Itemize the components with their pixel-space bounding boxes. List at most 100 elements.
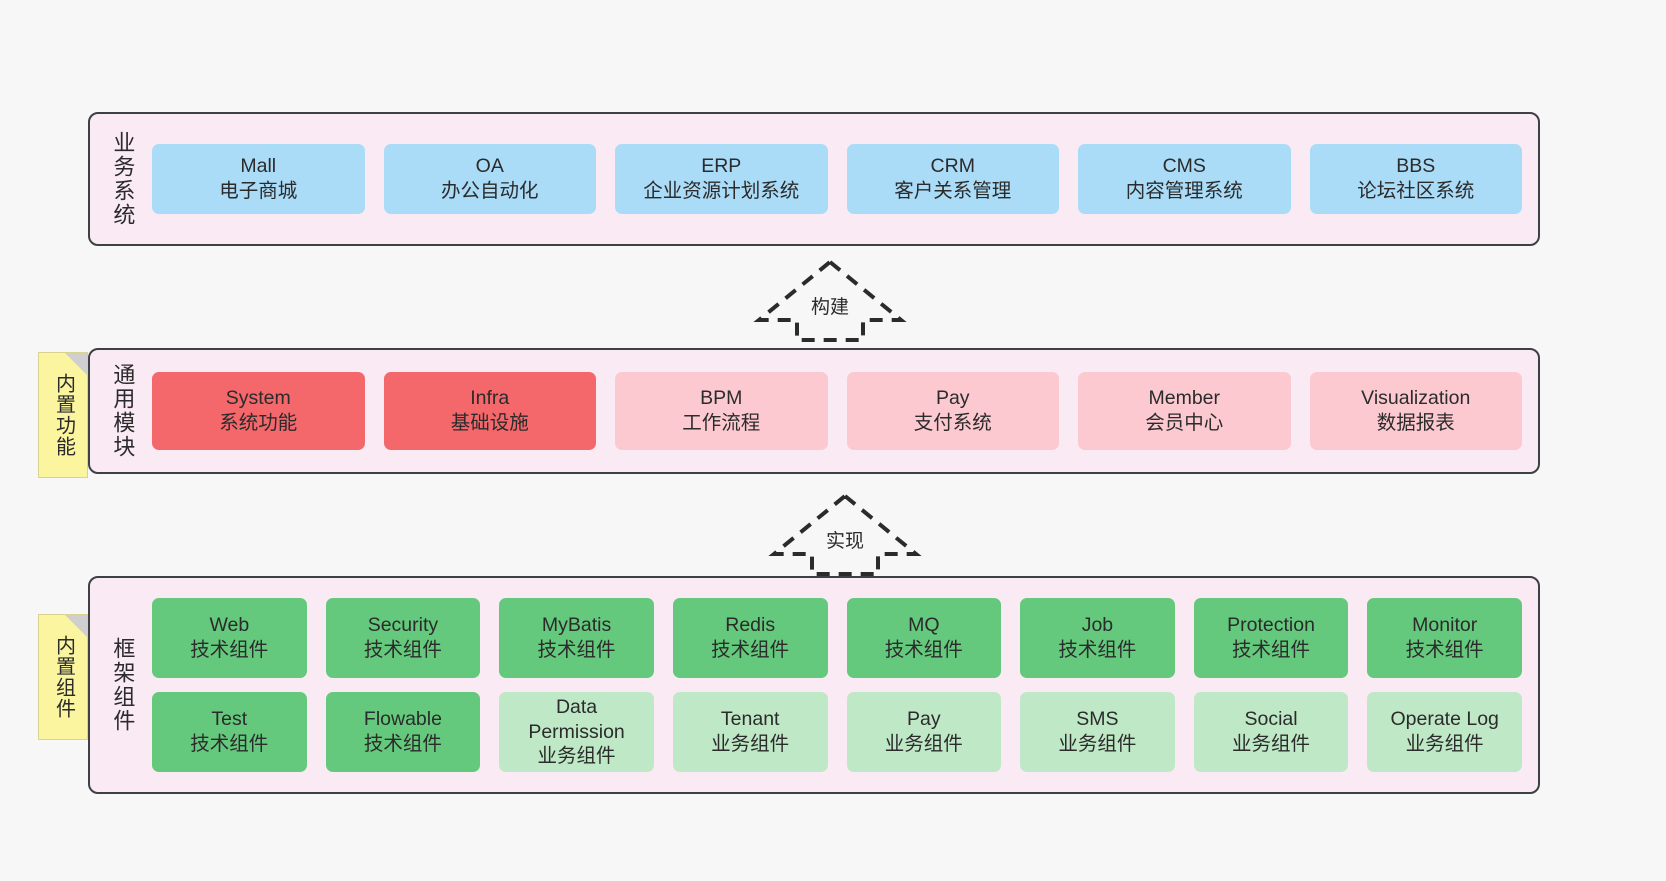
card-title: Mall: [240, 155, 277, 178]
card-subtitle: 技术组件: [1232, 639, 1311, 661]
card-title: Protection: [1227, 614, 1315, 637]
card-subtitle: 业务组件: [711, 733, 790, 755]
card-subtitle: 业务组件: [537, 745, 616, 768]
layer-body-common-module: System 系统功能 Infra 基础设施 BPM 工作流程 Pay 支付系统…: [142, 350, 1538, 472]
card-title: Monitor: [1412, 614, 1478, 637]
card-title: System: [225, 387, 291, 410]
card-test[interactable]: Test 技术组件: [152, 692, 307, 772]
arrow-up-outline-icon: [768, 493, 922, 576]
card-job[interactable]: Job 技术组件: [1020, 598, 1175, 678]
note-builtin-component: 内置组件: [38, 614, 88, 740]
card-system[interactable]: System 系统功能: [152, 372, 365, 450]
card-mall[interactable]: Mall 电子商城: [152, 144, 365, 214]
card-subtitle: 电子商城: [219, 180, 298, 202]
card-crm[interactable]: CRM 客户关系管理: [846, 144, 1059, 214]
card-redis[interactable]: Redis 技术组件: [672, 598, 828, 678]
card-subtitle: 论坛社区系统: [1357, 180, 1475, 202]
card-subtitle: 技术组件: [190, 639, 269, 661]
layer-title-framework-component: 框架组件: [110, 637, 136, 733]
card-row: System 系统功能 Infra 基础设施 BPM 工作流程 Pay 支付系统…: [152, 372, 1522, 450]
note-label: 内置组件: [52, 635, 75, 719]
note-label: 内置功能: [52, 373, 75, 457]
page-fold-icon: [65, 615, 87, 637]
card-subtitle: 技术组件: [711, 639, 790, 661]
card-title: Social: [1244, 708, 1298, 731]
card-title: Member: [1148, 387, 1221, 410]
card-social[interactable]: Social 业务组件: [1193, 692, 1349, 772]
card-mybatis[interactable]: MyBatis 技术组件: [499, 598, 654, 678]
layer-business-system: 业务系统 Mall 电子商城 OA 办公自动化 ERP 企业资源计划系统 CRM…: [88, 112, 1540, 246]
arrow-label-build: 构建: [807, 292, 853, 319]
card-title: MQ: [908, 614, 940, 637]
card-row: Test 技术组件 Flowable 技术组件 Data Permission …: [152, 692, 1522, 772]
card-title: Data Permission: [528, 695, 625, 743]
layer-body-business-system: Mall 电子商城 OA 办公自动化 ERP 企业资源计划系统 CRM 客户关系…: [142, 114, 1538, 244]
card-row: Web 技术组件 Security 技术组件 MyBatis 技术组件 Redi…: [152, 598, 1522, 678]
card-title: Visualization: [1361, 387, 1471, 410]
card-web[interactable]: Web 技术组件: [152, 598, 307, 678]
card-erp[interactable]: ERP 企业资源计划系统: [615, 144, 828, 214]
card-subtitle: 技术组件: [1405, 639, 1484, 661]
card-flowable[interactable]: Flowable 技术组件: [325, 692, 481, 772]
card-monitor[interactable]: Monitor 技术组件: [1367, 598, 1522, 678]
card-subtitle: 客户关系管理: [894, 180, 1012, 202]
card-title: Operate Log: [1390, 708, 1499, 731]
card-visualization[interactable]: Visualization 数据报表: [1309, 372, 1522, 450]
layer-title-common-module: 通用模块: [110, 363, 136, 459]
card-bbs[interactable]: BBS 论坛社区系统: [1309, 144, 1522, 214]
arrow-build: 构建: [753, 258, 907, 342]
card-subtitle: 基础设施: [450, 412, 529, 434]
card-operate-log[interactable]: Operate Log 业务组件: [1367, 692, 1522, 772]
card-infra[interactable]: Infra 基础设施: [383, 372, 596, 450]
card-subtitle: 技术组件: [884, 639, 963, 661]
card-title: Pay: [935, 387, 970, 410]
arrow-label-implement: 实现: [822, 526, 868, 553]
card-title: Pay: [907, 708, 941, 731]
card-cms[interactable]: CMS 内容管理系统: [1078, 144, 1291, 214]
card-subtitle: 技术组件: [1058, 639, 1137, 661]
card-title: OA: [475, 155, 504, 178]
card-subtitle: 业务组件: [1232, 733, 1311, 755]
card-subtitle: 系统功能: [219, 412, 298, 434]
card-title: SMS: [1076, 708, 1119, 731]
card-subtitle: 技术组件: [363, 733, 442, 755]
card-data-permission[interactable]: Data Permission 业务组件: [499, 692, 654, 772]
card-sms[interactable]: SMS 业务组件: [1020, 692, 1175, 772]
card-member[interactable]: Member 会员中心: [1078, 372, 1291, 450]
card-tenant[interactable]: Tenant 业务组件: [672, 692, 828, 772]
card-pay-component[interactable]: Pay 业务组件: [846, 692, 1002, 772]
card-title: Security: [367, 614, 439, 637]
card-title: Tenant: [720, 708, 780, 731]
card-security[interactable]: Security 技术组件: [325, 598, 481, 678]
card-subtitle: 数据报表: [1376, 412, 1455, 434]
card-pay[interactable]: Pay 支付系统: [846, 372, 1059, 450]
card-title: BPM: [700, 387, 743, 410]
card-bpm[interactable]: BPM 工作流程: [615, 372, 828, 450]
card-subtitle: 技术组件: [190, 733, 269, 755]
card-title: Flowable: [363, 708, 442, 731]
card-row: Mall 电子商城 OA 办公自动化 ERP 企业资源计划系统 CRM 客户关系…: [152, 144, 1522, 214]
card-title: Job: [1081, 614, 1114, 637]
card-subtitle: 工作流程: [682, 412, 761, 434]
card-title: BBS: [1396, 155, 1436, 178]
card-subtitle: 业务组件: [884, 733, 963, 755]
card-title: MyBatis: [541, 614, 612, 637]
card-subtitle: 技术组件: [363, 639, 442, 661]
layer-common-module: 通用模块 System 系统功能 Infra 基础设施 BPM 工作流程 Pay…: [88, 348, 1540, 474]
note-builtin-function: 内置功能: [38, 352, 88, 478]
card-subtitle: 内容管理系统: [1125, 180, 1243, 202]
card-subtitle: 技术组件: [537, 639, 616, 661]
card-oa[interactable]: OA 办公自动化: [383, 144, 596, 214]
layer-framework-component: 框架组件 Web 技术组件 Security 技术组件 MyBatis 技术组件…: [88, 576, 1540, 794]
card-title: Web: [209, 614, 250, 637]
arrow-implement: 实现: [768, 492, 922, 576]
card-title: ERP: [701, 155, 742, 178]
card-protection[interactable]: Protection 技术组件: [1193, 598, 1349, 678]
card-subtitle: 办公自动化: [440, 180, 539, 202]
card-mq[interactable]: MQ 技术组件: [846, 598, 1002, 678]
card-subtitle: 业务组件: [1405, 733, 1484, 755]
layer-title-business-system: 业务系统: [110, 131, 136, 227]
card-title: CRM: [930, 155, 975, 178]
layer-body-framework-component: Web 技术组件 Security 技术组件 MyBatis 技术组件 Redi…: [142, 578, 1538, 792]
